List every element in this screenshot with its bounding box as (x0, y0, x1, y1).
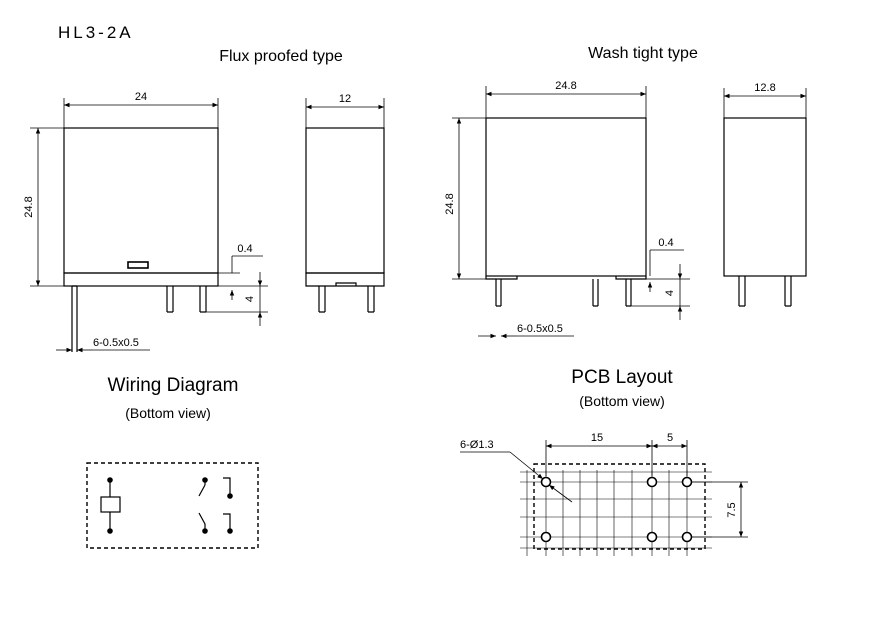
wash-width-label: 24.8 (555, 80, 576, 92)
flux-height-label: 24.8 (23, 196, 35, 217)
flux-gap-label: 0.4 (237, 243, 252, 255)
pcb-subtitle: (Bottom view) (579, 393, 665, 409)
wash-title: Wash tight type (588, 45, 698, 62)
flux-side-width-label: 12 (339, 93, 351, 105)
wiring-subtitle: (Bottom view) (125, 405, 211, 421)
wiring-title: Wiring Diagram (108, 375, 239, 396)
wash-pin-length-label: 4 (664, 290, 676, 296)
pcb-dim-7-5: 7.5 (726, 502, 738, 517)
flux-width-label: 24 (135, 91, 147, 103)
flux-pin-length-label: 4 (244, 296, 256, 302)
pcb-hole-label: 6-Ø1.3 (460, 439, 494, 451)
wash-side-width-label: 12.8 (754, 82, 775, 94)
flux-front-body (63, 127, 219, 274)
wash-front-body (485, 117, 647, 277)
flux-pin-label: 6-0.5x0.5 (93, 337, 139, 349)
coil-symbol (100, 496, 121, 513)
pcb-dim-15: 15 (591, 432, 603, 444)
pcb-title: PCB Layout (571, 367, 673, 388)
flux-nameplate (127, 261, 149, 269)
pcb-grid (520, 470, 712, 556)
flux-side-body (305, 127, 385, 274)
pcb-outline (533, 463, 706, 550)
flux-front-base (63, 272, 219, 287)
model-label: HL3-2A (58, 23, 134, 42)
wiring-diagram: Wiring Diagram (Bottom view) (86, 375, 259, 549)
wash-pin-label: 6-0.5x0.5 (517, 323, 563, 335)
wash-side-body (723, 117, 807, 277)
wash-height-label: 24.8 (444, 193, 456, 214)
pcb-layout: PCB Layout (Bottom view) (460, 367, 748, 556)
flux-proofed-view: Flux proofed type 24 24.8 12 (23, 48, 385, 353)
flux-title: Flux proofed type (219, 48, 343, 65)
wash-gap-label: 0.4 (658, 237, 673, 249)
wiring-outline (86, 462, 259, 549)
pcb-dim-5: 5 (667, 432, 673, 444)
wash-tight-view: Wash tight type 24.8 24.8 12.8 0.4 (444, 45, 807, 339)
